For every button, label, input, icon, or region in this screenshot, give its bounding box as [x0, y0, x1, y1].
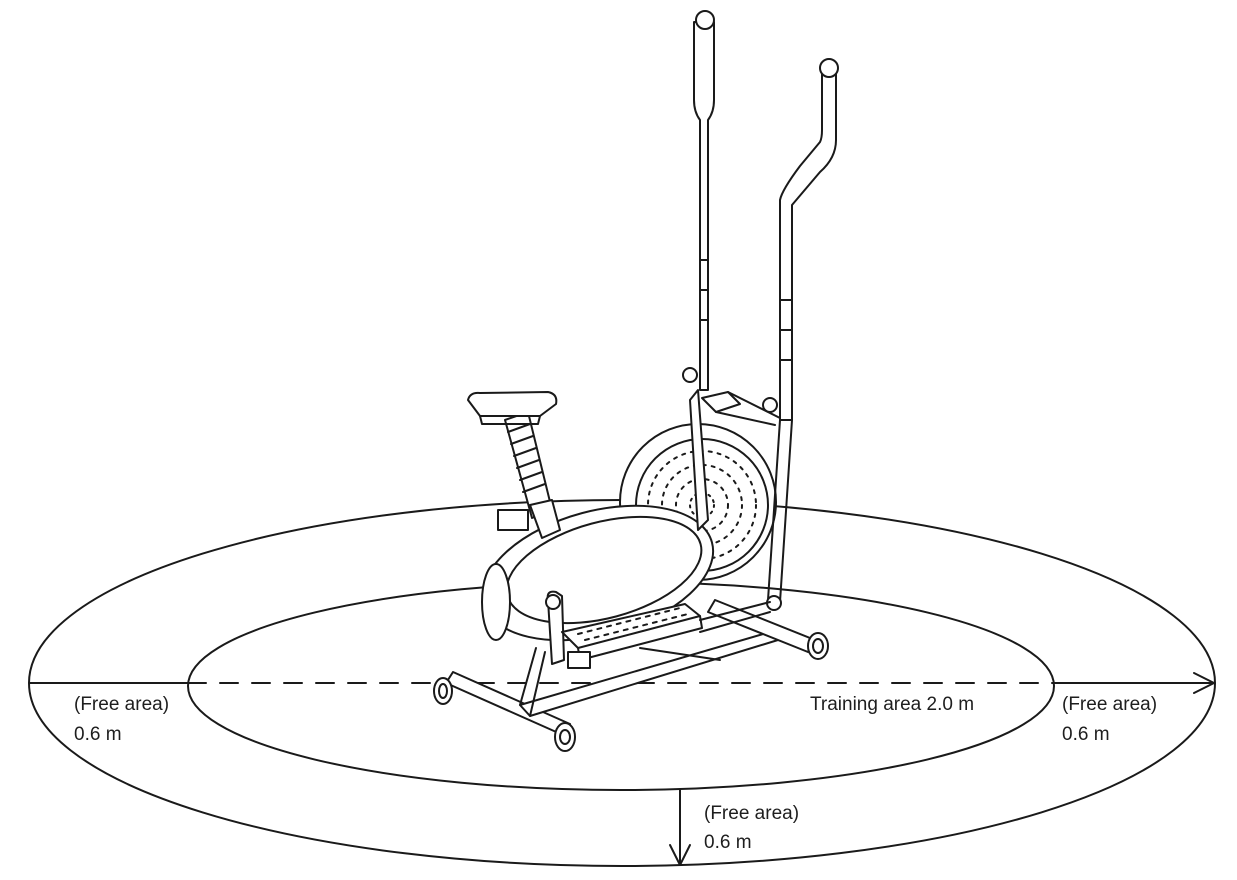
console	[701, 391, 741, 413]
bottom-free-area-label: (Free area)	[704, 803, 800, 824]
front-stabilizer	[707, 599, 816, 653]
front-end-cap	[807, 632, 829, 660]
right-arrow-head-icon	[1193, 672, 1215, 694]
left-handlebar	[693, 21, 715, 391]
bottom-dimension-arrow	[669, 789, 691, 866]
down-arrow-head-icon	[669, 844, 691, 866]
right-handlebar	[779, 69, 837, 421]
elliptical-trainer-illustration	[433, 10, 839, 752]
training-area-label: Training area 2.0 m	[810, 694, 975, 715]
rear-end-cap-left	[433, 677, 453, 705]
left-free-distance-label: 0.6 m	[74, 724, 122, 745]
left-free-area-label: (Free area)	[74, 694, 170, 715]
saddle	[467, 391, 558, 417]
right-free-distance-label: 0.6 m	[1062, 724, 1110, 745]
rear-end-cap-right	[554, 722, 576, 752]
right-free-area-label: (Free area)	[1062, 694, 1158, 715]
bottom-free-distance-label: 0.6 m	[704, 832, 752, 853]
seat-spring	[507, 423, 546, 493]
